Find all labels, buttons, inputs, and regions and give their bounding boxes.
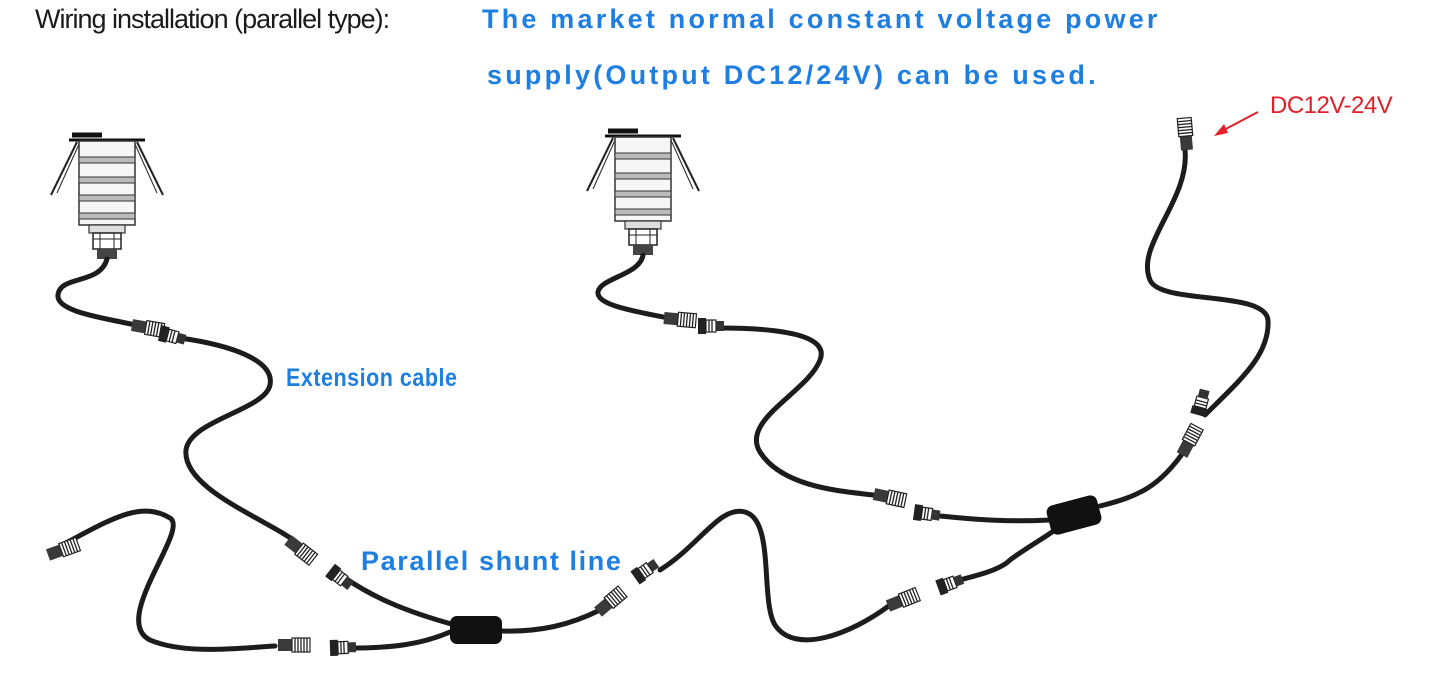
shunt-box-right	[1046, 495, 1102, 535]
diagram-title: Wiring installation (parallel type):	[35, 4, 390, 34]
left-fixture-lead	[55, 256, 138, 328]
parallel-shunt-line-label: Parallel shunt line	[361, 546, 623, 576]
power-input-label: DC12V-24V	[1270, 92, 1393, 119]
extension-cable-left	[177, 335, 303, 548]
power-feed	[1097, 447, 1188, 509]
branch-left	[59, 508, 278, 652]
cables	[55, 147, 1271, 652]
power-supply-note-line2: supply(Output DC12/24V) can be used.	[487, 60, 1099, 90]
arrow-icon	[1214, 111, 1259, 136]
power-supply-note-line1: The market normal constant voltage power	[482, 4, 1161, 34]
extension-cable-label: Extension cable	[286, 364, 458, 392]
light-fixture-middle	[587, 131, 699, 255]
middle-fixture-lead	[595, 252, 671, 321]
light-fixture-left	[51, 135, 163, 259]
extension-cable-middle	[717, 325, 883, 499]
shunt-box-left	[450, 616, 502, 644]
branch-middle	[499, 607, 603, 634]
